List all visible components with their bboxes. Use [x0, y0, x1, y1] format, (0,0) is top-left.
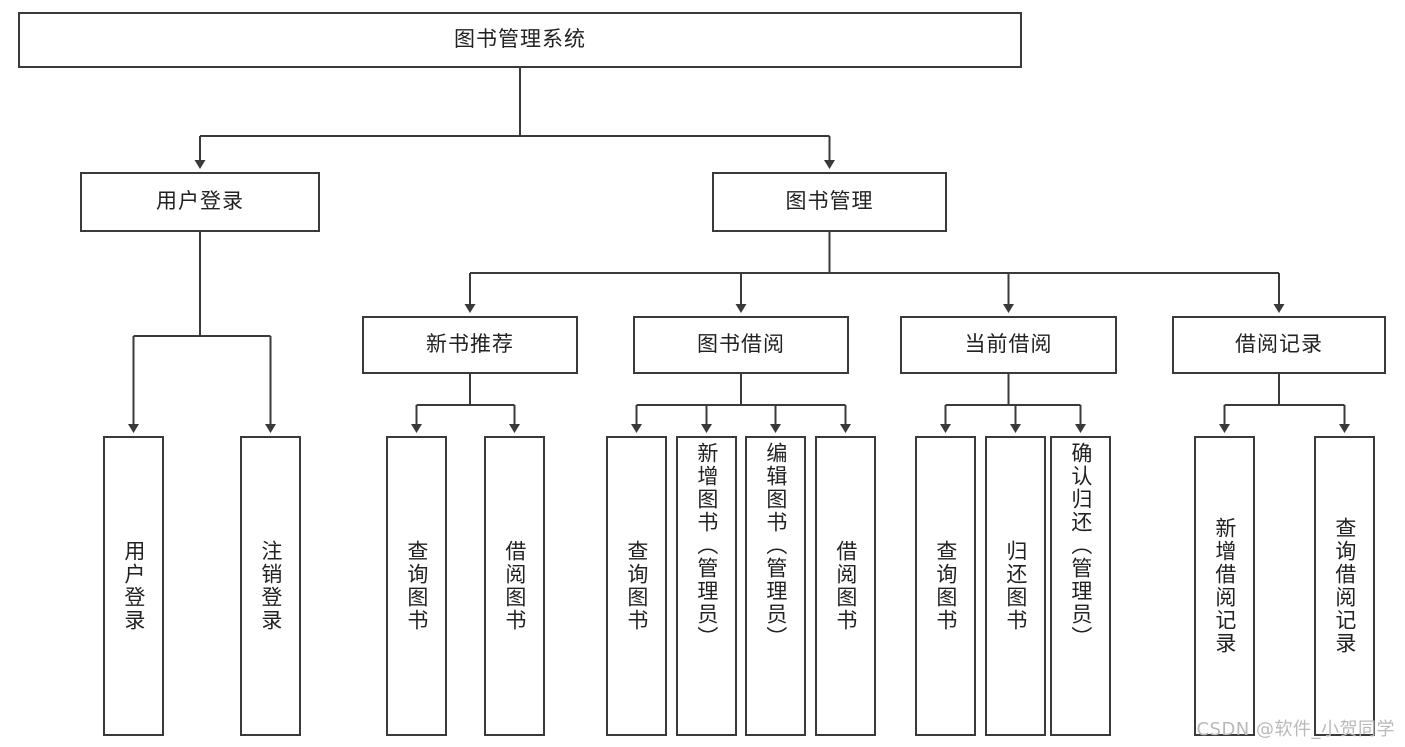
- node-label: 查询图书: [624, 540, 649, 632]
- leaf-node[interactable]: 归还图书: [985, 436, 1046, 736]
- node-label: 查询图书: [933, 540, 958, 632]
- leaf-node[interactable]: 查询图书: [915, 436, 976, 736]
- node-label: 图书管理系统: [454, 27, 586, 52]
- leaf-node[interactable]: 查询图书: [606, 436, 667, 736]
- branch-node-level-1[interactable]: 图书管理: [712, 172, 947, 232]
- leaf-node[interactable]: 确认归还（管理员）: [1050, 436, 1111, 736]
- root-node[interactable]: 图书管理系统: [18, 12, 1022, 68]
- node-label: 用户登录: [156, 189, 244, 214]
- branch-node-level-2[interactable]: 借阅记录: [1172, 316, 1386, 374]
- branch-node-level-2[interactable]: 图书借阅: [633, 316, 849, 374]
- node-label: 确认归还（管理员）: [1068, 442, 1093, 649]
- node-label: 查询借阅记录: [1332, 517, 1357, 655]
- leaf-node[interactable]: 注销登录: [240, 436, 301, 736]
- node-label: 用户登录: [121, 540, 146, 632]
- leaf-node[interactable]: 查询图书: [386, 436, 447, 736]
- node-label: 图书借阅: [697, 332, 785, 357]
- node-label: 借阅图书: [833, 540, 858, 632]
- node-label: 注销登录: [258, 540, 283, 632]
- node-label: 借阅图书: [502, 540, 527, 632]
- node-label: 编辑图书（管理员）: [763, 442, 788, 649]
- leaf-node[interactable]: 用户登录: [103, 436, 164, 736]
- branch-node-level-1[interactable]: 用户登录: [80, 172, 320, 232]
- leaf-node[interactable]: 新增借阅记录: [1194, 436, 1255, 736]
- leaf-node[interactable]: 编辑图书（管理员）: [745, 436, 806, 736]
- node-label: 查询图书: [404, 540, 429, 632]
- node-label: 新增借阅记录: [1212, 517, 1237, 655]
- node-label: 图书管理: [785, 189, 874, 214]
- leaf-node[interactable]: 新增图书（管理员）: [676, 436, 737, 736]
- branch-node-level-2[interactable]: 当前借阅: [900, 316, 1117, 374]
- node-label: 新增图书（管理员）: [694, 442, 719, 649]
- leaf-node[interactable]: 查询借阅记录: [1314, 436, 1375, 736]
- node-label: 归还图书: [1003, 540, 1028, 632]
- node-label: 新书推荐: [426, 332, 514, 357]
- branch-node-level-2[interactable]: 新书推荐: [362, 316, 578, 374]
- watermark: CSDN @软件_小贺同学: [1196, 719, 1395, 740]
- leaf-node[interactable]: 借阅图书: [815, 436, 876, 736]
- leaf-node[interactable]: 借阅图书: [484, 436, 545, 736]
- node-label: 当前借阅: [964, 332, 1053, 357]
- node-label: 借阅记录: [1235, 332, 1323, 357]
